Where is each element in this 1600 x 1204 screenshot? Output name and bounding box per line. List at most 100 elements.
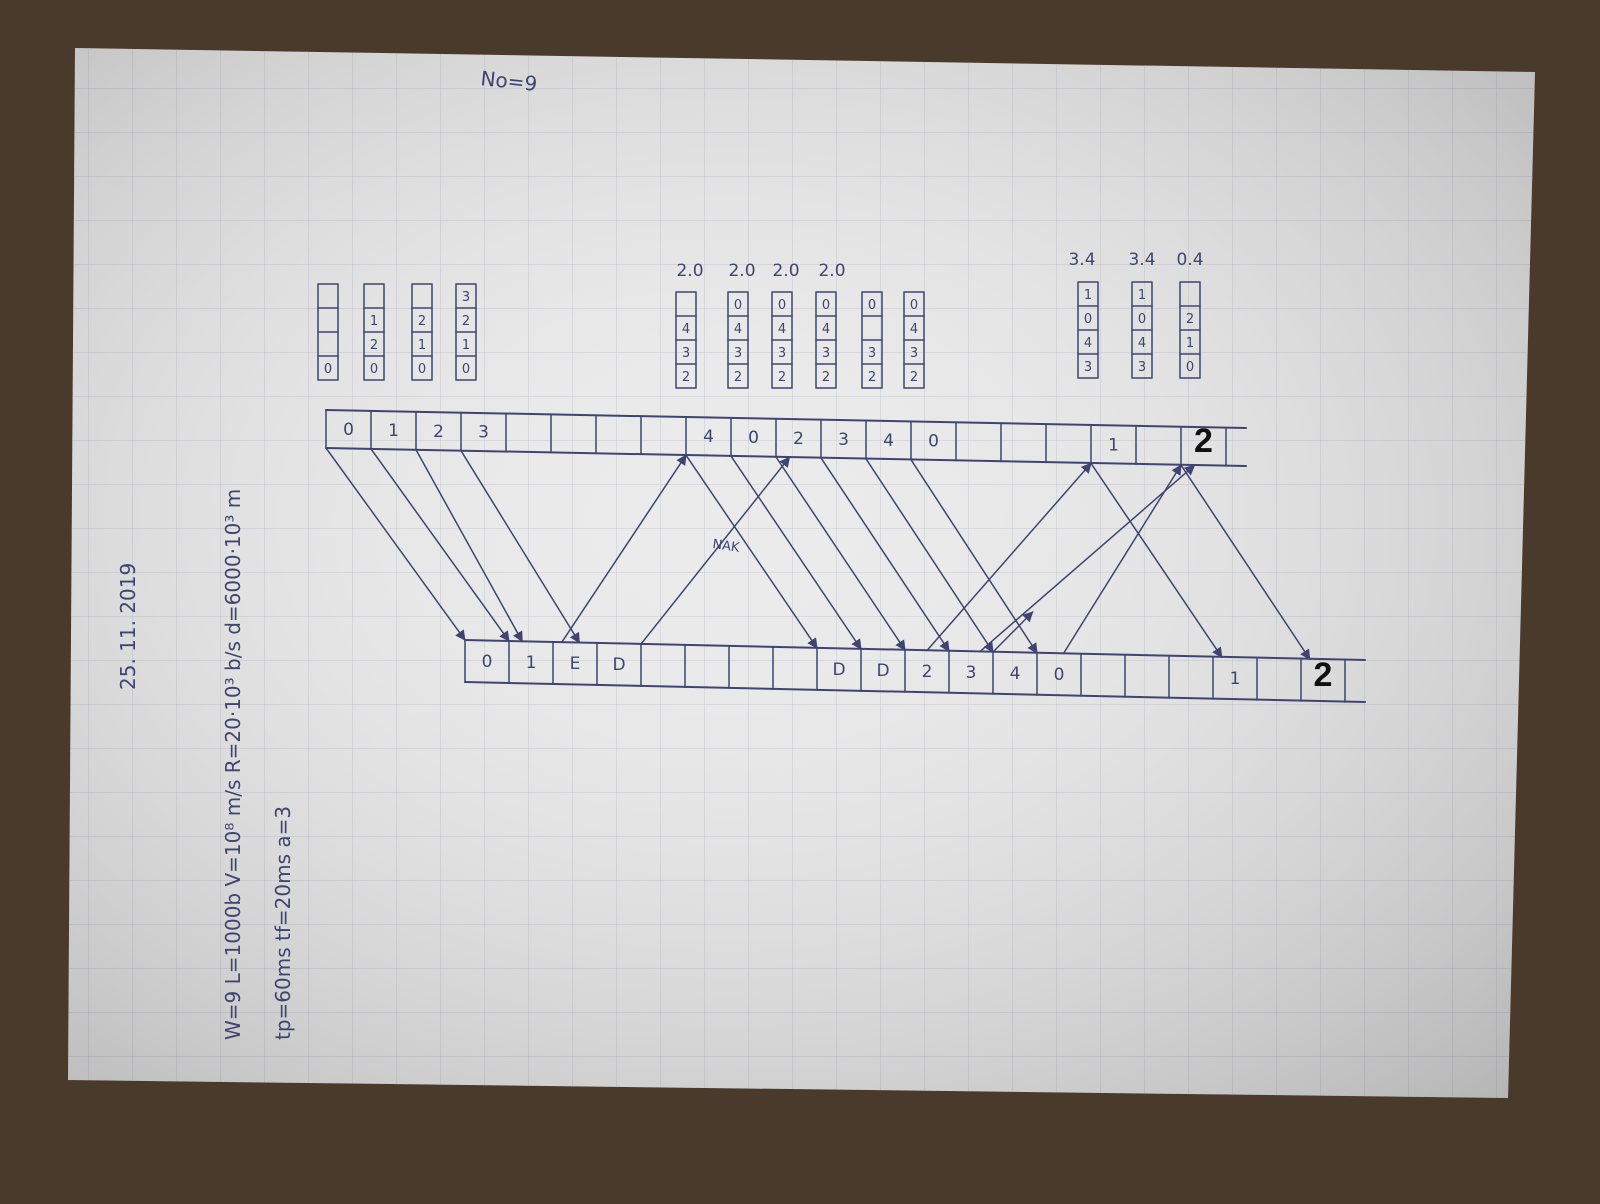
note-date: 25. 11. 2019 <box>116 563 140 690</box>
sender-cell-cell: 0 <box>928 432 939 452</box>
receiver-cell-cell: 0 <box>482 652 493 672</box>
receiver-cell-cell: 2 <box>922 662 933 682</box>
sender-cell-cell: 1 <box>388 421 399 441</box>
sender-b-window-cell: 2 <box>778 370 786 385</box>
frame-arrows <box>325 447 1311 661</box>
sender-a-window-cell: 0 <box>418 362 426 377</box>
sender-b-window-cell: 2 <box>822 370 830 385</box>
sender-b-window-cell: 3 <box>910 346 918 361</box>
sender-b-window-cell: 0 <box>778 298 786 313</box>
sender-b-window-cell: 4 <box>682 322 690 337</box>
ack-label: 3.4 <box>1128 250 1155 270</box>
ack-label: 0.4 <box>1176 250 1203 270</box>
ack-label: 2.0 <box>818 261 845 281</box>
sender-c-window-cell: 4 <box>1084 336 1092 351</box>
number-wrap: No=9 <box>479 66 538 96</box>
sender-cell-cell: 3 <box>478 423 489 443</box>
ack-label: 3.4 <box>1068 250 1095 270</box>
params-line-2: tp=60ms tf=20ms a=3 <box>271 806 295 1040</box>
receiver-cell-cell: D <box>876 661 889 681</box>
sender-a-window-cell: 0 <box>370 362 378 377</box>
params-line-1: W=9 L=1000b V=10⁸ m/s R=20·10³ b/s d=600… <box>221 489 245 1040</box>
sender-a-window-cell: 0 <box>324 362 332 377</box>
ack-label: 2.0 <box>728 261 755 281</box>
sender-b-window-cell: 0 <box>868 298 876 313</box>
sender-b-window-cell: 0 <box>910 298 918 313</box>
sender-a-window-cell: 1 <box>462 338 470 353</box>
params-line-2-wrap: tp=60ms tf=20ms a=3 <box>271 806 295 1040</box>
frame-arrow <box>415 449 523 643</box>
sender-b-window-cell: 4 <box>910 322 918 337</box>
note-number: No=9 <box>479 66 538 96</box>
sender-a-window-cell: 2 <box>462 314 470 329</box>
sender-b-window-cell: 3 <box>778 346 786 361</box>
ack-arrow <box>1062 464 1182 655</box>
frame-arrow <box>820 457 950 652</box>
sender-c-window-cell: 1 <box>1084 288 1092 303</box>
sender-b-window-cell: 3 <box>682 346 690 361</box>
sender-cell-cell: 4 <box>883 431 894 451</box>
sender-b-window-cell: 2 <box>910 370 918 385</box>
sender-cell-cell: 4 <box>703 427 714 447</box>
receiver-cell-cell: 3 <box>966 663 977 683</box>
frame-arrow <box>370 448 510 642</box>
sender-a-window-cell: 2 <box>370 338 378 353</box>
sender-cell-cell: 2 <box>433 422 444 442</box>
sender-a-window-cell: 2 <box>418 314 426 329</box>
sender-b-window-cell: 0 <box>734 298 742 313</box>
nak-label: NAK <box>711 537 740 556</box>
sender-b-window-cell: 2 <box>868 370 876 385</box>
ack-arrow <box>979 464 1196 653</box>
sender-c-window-cell: 0 <box>1084 312 1092 327</box>
sender-c-window-cell: 1 <box>1186 336 1194 351</box>
ack-label: 2.0 <box>676 261 703 281</box>
sender-b-window-cell: 4 <box>734 322 742 337</box>
ack-arrow <box>561 454 687 643</box>
sender-b-window-cell: 3 <box>868 346 876 361</box>
frame-arrow <box>775 456 906 651</box>
ack-arrow <box>926 462 1092 652</box>
receiver-cell-cell: D <box>612 655 625 675</box>
sender-cell-cell: 1 <box>1108 435 1119 455</box>
sender-b-window-cell: 2 <box>682 370 690 385</box>
sender-c-window-cell: 1 <box>1138 288 1146 303</box>
sender-cell-cell: 2 <box>793 429 804 449</box>
sender-c-window-cell: 0 <box>1138 312 1146 327</box>
sender-a-window-cell: 3 <box>462 290 470 305</box>
sender-c-window-cell: 4 <box>1138 336 1146 351</box>
receiver-cell-cell: 0 <box>1054 665 1065 685</box>
sender-cell-cell: 0 <box>343 420 354 440</box>
sender-b-window-cell: 2 <box>734 370 742 385</box>
sender-b-window-cell: 0 <box>822 298 830 313</box>
frame-arrow <box>325 447 466 641</box>
receiver-cell-cell: 4 <box>1010 664 1021 684</box>
sender-b-window-cell: 4 <box>822 322 830 337</box>
sender-c-window-cell: 3 <box>1138 360 1146 375</box>
ack-arrow <box>640 456 791 645</box>
frame-arrow <box>1090 462 1223 659</box>
sender-c-window-cell: 3 <box>1084 360 1092 375</box>
receiver-cell-cell: D <box>832 660 845 680</box>
receiver-cell-cell: 1 <box>1230 669 1241 689</box>
sender-c-window-cell: 0 <box>1186 360 1194 375</box>
header-rotated: 25. 11. 2019 <box>116 563 140 690</box>
receiver-cell-cell: 1 <box>526 653 537 673</box>
receiver-cell-bottom-line <box>464 681 1366 703</box>
sender-a-window-cell: 0 <box>462 362 470 377</box>
frame-arrow <box>460 449 581 644</box>
params-line-1-wrap: W=9 L=1000b V=10⁸ m/s R=20·10³ b/s d=600… <box>221 489 245 1040</box>
sender-c-window-cell: 2 <box>1186 312 1194 327</box>
paper-sheet <box>68 48 1535 1098</box>
sender-b-window-cell: 3 <box>734 346 742 361</box>
frame-arrow <box>730 455 862 650</box>
lost-ack-arrow <box>992 611 1034 653</box>
sender-a-window-cell: 1 <box>418 338 426 353</box>
receiver-cell-cell: E <box>570 654 581 674</box>
sender-a-window-cell: 1 <box>370 314 378 329</box>
sender-cell-cell: 0 <box>748 428 759 448</box>
